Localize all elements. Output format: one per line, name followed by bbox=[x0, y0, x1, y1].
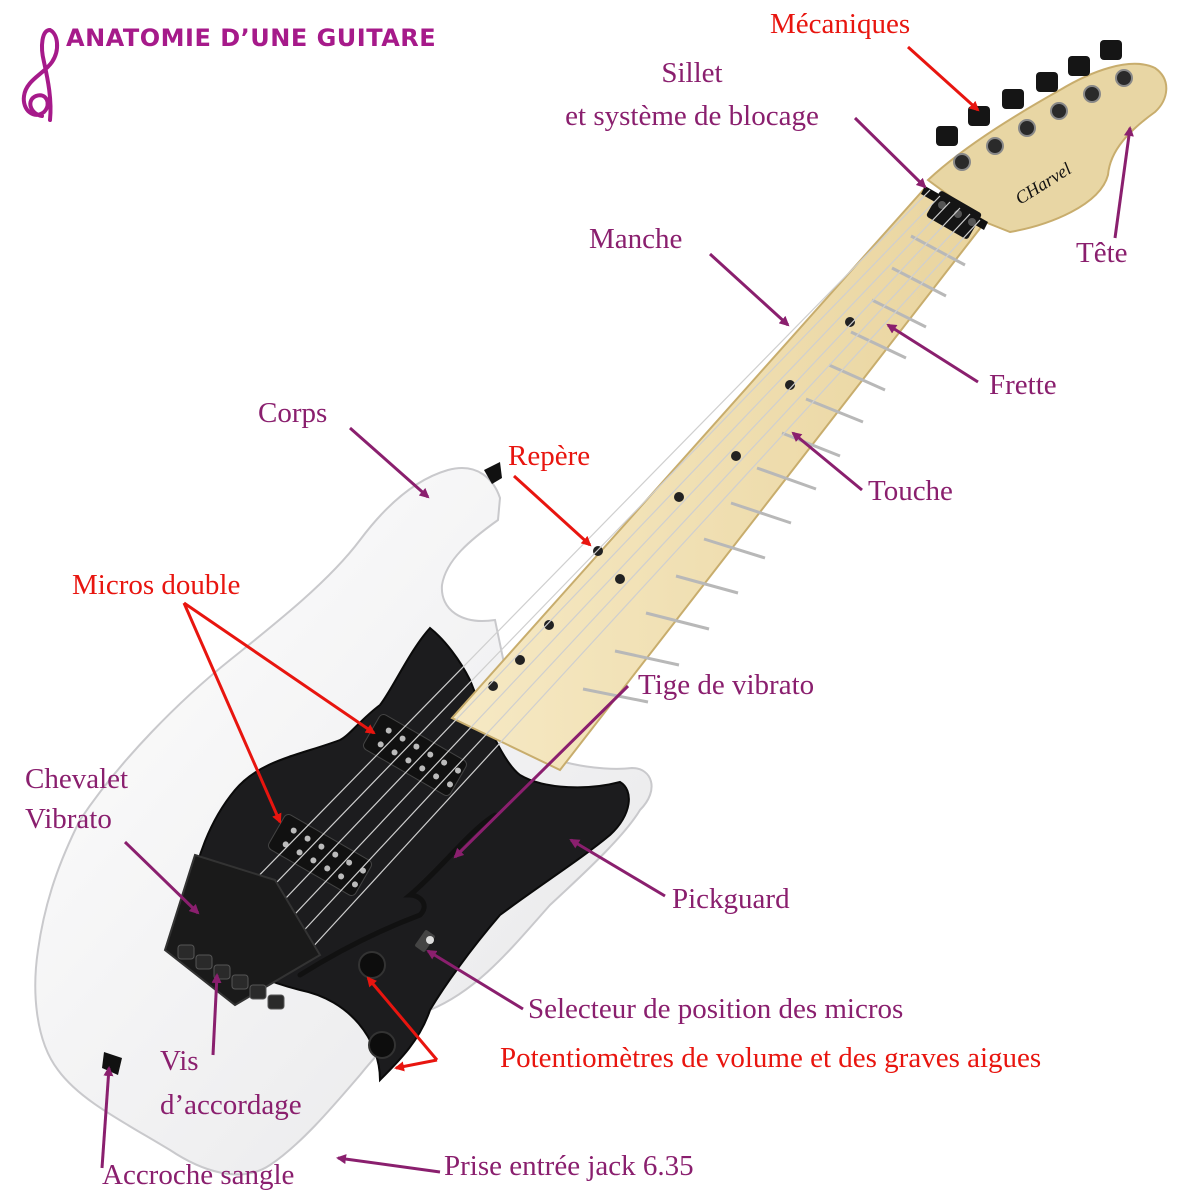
label-corps: Corps bbox=[258, 397, 328, 429]
label-manche: Manche bbox=[589, 223, 683, 255]
label-mecaniques: Mécaniques bbox=[770, 8, 911, 40]
headstock bbox=[926, 62, 1168, 234]
label-touche: Touche bbox=[868, 475, 953, 507]
tremolo-bridge bbox=[163, 853, 322, 1010]
volume-knob bbox=[358, 951, 386, 979]
purple-arrows bbox=[100, 116, 1134, 1174]
frets bbox=[582, 234, 966, 704]
strings bbox=[234, 189, 981, 951]
label-frette: Frette bbox=[989, 369, 1057, 401]
diagram-title: ANATOMIE D’UNE GUITARE bbox=[66, 24, 437, 52]
top-strap-button bbox=[484, 462, 502, 484]
tone-knob bbox=[368, 1031, 396, 1059]
label-micros-double: Micros double bbox=[72, 569, 241, 601]
red-arrows bbox=[182, 45, 980, 1072]
label-selecteur: Selecteur de position des micros bbox=[528, 993, 904, 1025]
label-tete: Tête bbox=[1076, 237, 1128, 269]
label-vis-line2: d’accordage bbox=[160, 1089, 302, 1121]
label-prise-jack: Prise entrée jack 6.35 bbox=[444, 1150, 694, 1182]
label-sillet-line2: et système de blocage bbox=[565, 100, 819, 132]
treble-clef-icon bbox=[21, 27, 59, 122]
label-potentiometres: Potentiomètres de volume et des graves a… bbox=[500, 1042, 1042, 1074]
label-vis-accordage: Vis d’accordage bbox=[160, 1044, 330, 1122]
label-repere: Repère bbox=[508, 440, 591, 472]
label-chevalet-line2: Vibrato bbox=[25, 803, 112, 835]
label-sillet: Sillet et système de blocage bbox=[532, 56, 852, 133]
label-chevalet-line1: Chevalet bbox=[25, 763, 129, 795]
label-sillet-line1: Sillet bbox=[661, 57, 723, 89]
label-accroche-sangle: Accroche sangle bbox=[102, 1159, 295, 1191]
label-tige-vibrato: Tige de vibrato bbox=[638, 669, 815, 701]
label-pickguard: Pickguard bbox=[672, 883, 790, 915]
label-vis-line1: Vis bbox=[160, 1045, 199, 1077]
label-chevalet-vibrato: Chevalet Vibrato bbox=[25, 762, 128, 836]
pickup-selector-switch bbox=[415, 930, 435, 952]
